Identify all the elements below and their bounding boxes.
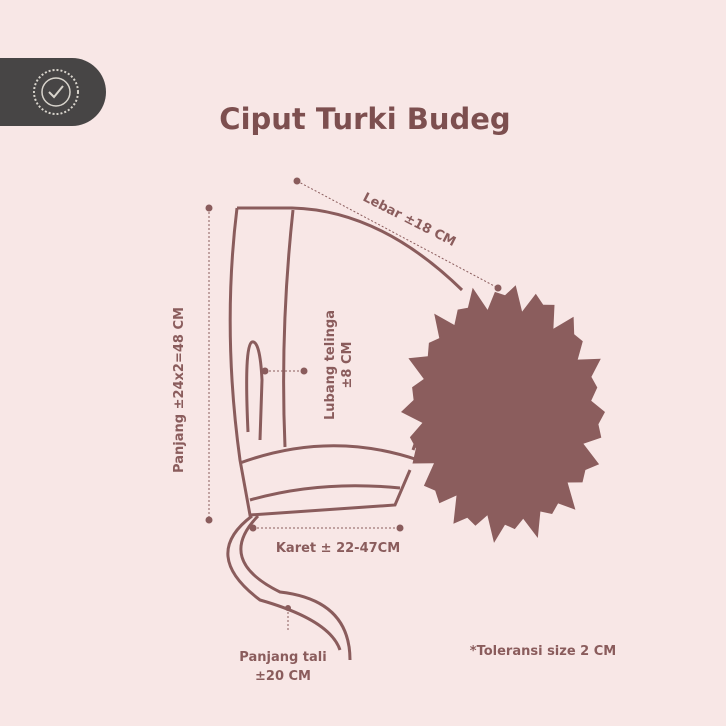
ciput-outline xyxy=(226,206,464,661)
measure-dots xyxy=(205,177,502,611)
lebar-label: Lebar ±18 CM xyxy=(360,190,458,250)
toleransi-note: *Toleransi size 2 CM xyxy=(470,644,616,659)
panjang-tali-label: Panjang tali xyxy=(239,650,326,665)
measure-lines xyxy=(208,180,499,630)
lubang-telinga-label: Lubang telinga xyxy=(323,310,338,420)
panjang-label: Panjang ±24x2=48 CM xyxy=(172,307,187,473)
page-title: Ciput Turki Budeg xyxy=(219,102,510,136)
brand-logo xyxy=(0,58,106,126)
karet-label: Karet ± 22-47CM xyxy=(276,541,400,556)
pompom-flower xyxy=(401,285,605,543)
panjang-tali-size: ±20 CM xyxy=(255,669,311,684)
lubang-telinga-size: ±8 CM xyxy=(340,342,355,389)
